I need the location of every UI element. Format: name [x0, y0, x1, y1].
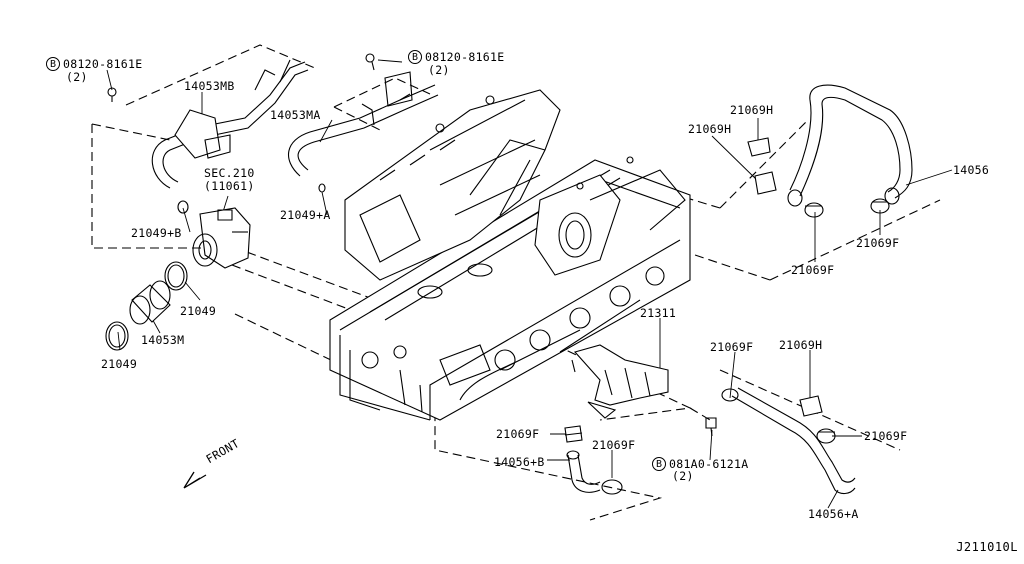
front-arrow-icon: [184, 472, 206, 488]
pipe-14053MB: [108, 60, 308, 188]
label-14056: 14056: [953, 163, 990, 177]
label-14056A: 14056+A: [808, 507, 859, 521]
label-14053M: 14053M: [141, 333, 185, 347]
label-14056B: 14056+B: [494, 455, 545, 469]
hose-14056: [788, 85, 912, 206]
label-14053MB: 14053MB: [184, 79, 235, 93]
label-21069H-lower: 21069H: [779, 338, 823, 352]
hose-14056A: [722, 388, 855, 494]
label-sec210-sub: (11061): [204, 179, 255, 193]
label-14053MA: 14053MA: [270, 108, 321, 122]
label-21069H-mid: 21069H: [688, 122, 732, 136]
label-21311: 21311: [640, 306, 677, 320]
label-bolt-b-part: 08120-8161E: [425, 50, 505, 64]
label-21049-right: 21049: [180, 304, 217, 318]
hose-14056B: [565, 426, 622, 494]
label-bolt-c-qty: (2): [672, 469, 694, 483]
label-21069F-bottom: 21069F: [592, 438, 636, 452]
hose-14053M: [130, 281, 170, 324]
label-sec210: SEC.210: [204, 166, 255, 180]
bolt-symbol-icon: B: [46, 57, 60, 71]
label-21049-left: 21049: [101, 357, 138, 371]
label-bolt-a-part: 08120-8161E: [63, 57, 143, 71]
label-21049A: 21049+A: [280, 208, 331, 222]
label-21069F-center: 21069F: [791, 263, 835, 277]
label-21049B: 21049+B: [131, 226, 182, 240]
water-outlet-21311: [572, 345, 668, 418]
label-21069F-right: 21069F: [856, 236, 900, 250]
clamps-upper: [748, 138, 889, 217]
label-21069F-lower-mid: 21069F: [710, 340, 754, 354]
reference-code: J211010L: [956, 540, 1018, 554]
o-rings: [106, 184, 325, 350]
pipe-14053MA: [289, 54, 438, 176]
label-bolt-a-qty: (2): [66, 70, 88, 84]
bolt-081A0: [706, 418, 716, 436]
bolt-symbol-icon: B: [652, 457, 666, 471]
label-21069F-lower-right: 21069F: [864, 429, 908, 443]
label-bolt-c-part: 081A0-6121A: [669, 457, 749, 471]
bolt-symbol-icon: B: [408, 50, 422, 64]
label-bolt-b-qty: (2): [428, 63, 450, 77]
label-21069F-lower-left: 21069F: [496, 427, 540, 441]
intake-manifold: [345, 90, 685, 280]
water-outlet-housing: [193, 208, 250, 268]
label-21069H-top: 21069H: [730, 103, 774, 117]
